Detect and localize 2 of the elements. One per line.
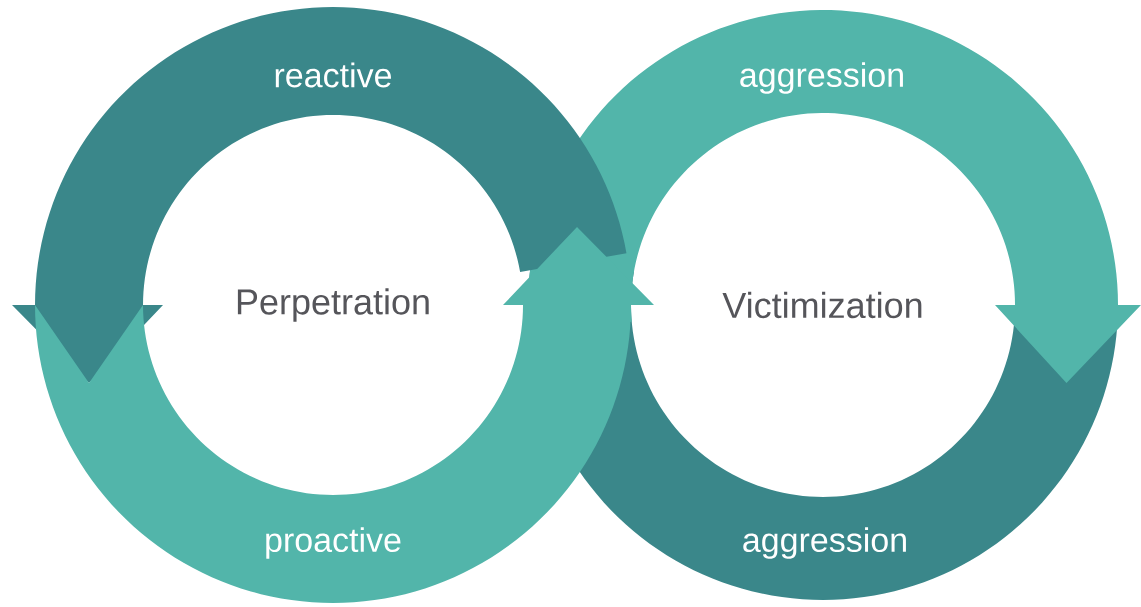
center-label: Victimization (722, 291, 922, 319)
center-label: Perpetration (237, 288, 429, 322)
